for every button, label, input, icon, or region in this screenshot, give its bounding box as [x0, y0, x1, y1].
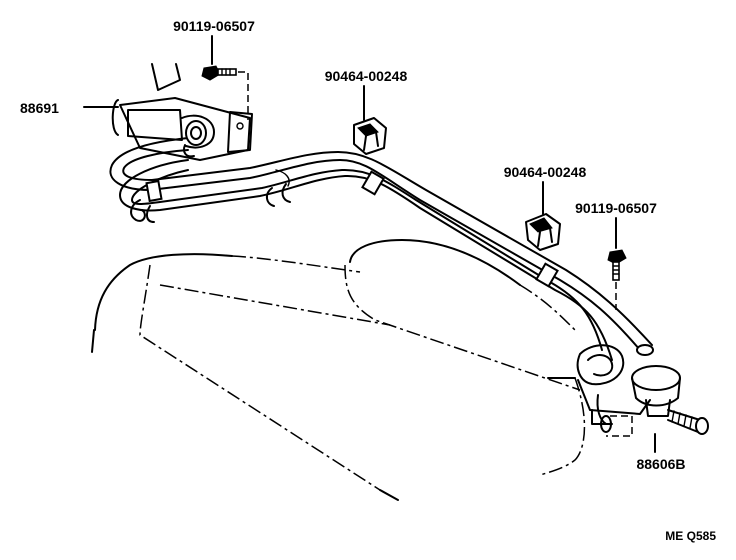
hose-clamp-right: [525, 213, 561, 251]
label-clamp-upper: 90464-00248: [325, 68, 408, 84]
vacuum-hose-assembly: [109, 137, 654, 433]
label-valve-88606b: 88606B: [636, 456, 685, 472]
label-bolt-right: 90119-06507: [575, 200, 657, 216]
label-bolt-upper-left: 90119-06507: [173, 18, 255, 34]
engine-outline: [91, 239, 586, 501]
leader-lines: [83, 35, 617, 249]
hose-clamp-upper: [353, 117, 387, 155]
diagram-code: ME Q585: [665, 529, 716, 543]
bolt-right: [606, 249, 633, 437]
vacuum-switching-valve-88691: [111, 63, 253, 161]
valve-88606b: [576, 344, 709, 453]
hose-clips: [130, 169, 291, 223]
label-vsv-88691: 88691: [20, 100, 59, 116]
bolt-upper-left: [201, 65, 249, 120]
label-clamp-right: 90464-00248: [504, 164, 587, 180]
